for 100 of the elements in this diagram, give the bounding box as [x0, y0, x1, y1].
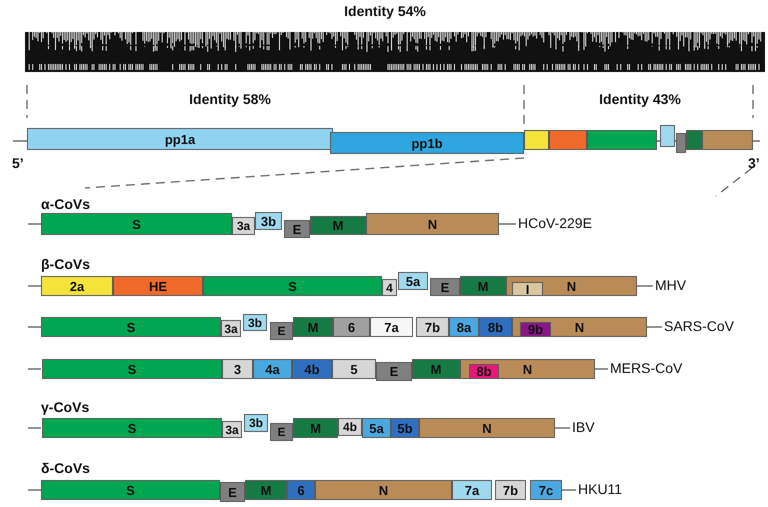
gene-label: N	[566, 280, 576, 292]
gene-box	[220, 482, 245, 502]
identity-label: Identity 54%	[344, 4, 426, 20]
gene-box	[315, 480, 452, 500]
gene-box	[245, 480, 287, 500]
gene-label: 6	[297, 484, 305, 496]
gene-label: 2a	[70, 280, 84, 292]
gene-label: N	[574, 320, 584, 334]
gene-label: 8b	[476, 365, 492, 378]
gene-box	[27, 128, 333, 150]
gene-box	[412, 359, 460, 379]
gene-box	[41, 213, 232, 235]
gene-box	[479, 317, 512, 337]
gene-label: 4a	[265, 362, 280, 376]
gene-label: 7a	[464, 484, 480, 496]
end-label: 5’	[12, 156, 24, 172]
group-heading: β-CoVs	[41, 257, 90, 272]
gene-box	[530, 480, 562, 500]
gene-box	[310, 216, 366, 235]
gene-box	[332, 359, 376, 379]
gene-label: E	[277, 325, 286, 337]
gene-label: M	[430, 362, 442, 376]
gene-label: M	[332, 219, 344, 232]
gene-label: 9b	[528, 323, 544, 336]
gene-box	[41, 317, 221, 337]
gene-box	[376, 362, 412, 381]
gene-box	[41, 276, 113, 296]
gene-box	[366, 213, 499, 235]
gene-box	[512, 282, 543, 296]
gene-box	[398, 272, 428, 290]
gene-label: 8b	[488, 320, 504, 334]
gene-label: S	[126, 320, 136, 334]
gene-label: 7a	[384, 320, 399, 334]
gene-label: 3a	[236, 220, 250, 232]
gene-box	[253, 359, 292, 379]
gene-box	[222, 421, 242, 438]
gene-box	[284, 220, 310, 238]
end-label: 3’	[748, 156, 760, 172]
gene-label: 5a	[369, 422, 384, 434]
gene-label: 5b	[397, 422, 413, 434]
virus-name: MHV	[655, 278, 686, 294]
gene-label: 3b	[260, 214, 276, 228]
gene-box	[419, 418, 555, 438]
gene-box	[293, 418, 338, 438]
gene-label: 7b	[424, 320, 440, 334]
gene-label: M	[308, 320, 318, 334]
gene-box	[587, 130, 657, 150]
gene-label: E	[440, 280, 450, 294]
gene-box	[370, 317, 413, 337]
gene-box	[430, 278, 460, 296]
gene-box	[676, 133, 686, 153]
group-heading: γ-CoVs	[41, 400, 90, 416]
gene-label: E	[390, 365, 398, 378]
gene-label: 3a	[225, 424, 239, 436]
gene-label: 5a	[406, 274, 420, 288]
gene-box	[686, 130, 702, 150]
virus-name: SARS-CoV	[664, 319, 734, 334]
gene-label: 4b	[342, 421, 357, 433]
gene-box	[287, 480, 315, 500]
gene-box	[42, 418, 222, 438]
gene-box	[255, 212, 282, 230]
gene-box	[113, 276, 203, 296]
gene-label: S	[126, 484, 135, 496]
gene-box	[333, 317, 370, 337]
gene-box	[549, 130, 587, 150]
gene-label: 5	[350, 362, 358, 376]
gene-box	[41, 480, 220, 500]
gene-box	[495, 480, 526, 500]
gene-label: HE	[148, 280, 168, 292]
identity-label: Identity 43%	[599, 92, 681, 108]
gene-label: S	[128, 362, 136, 376]
gene-label: E	[292, 222, 302, 236]
gene-label: M	[310, 422, 321, 434]
gene-label: 4	[386, 282, 393, 294]
gene-label: I	[526, 282, 530, 296]
group-heading: δ-CoVs	[41, 461, 90, 476]
gene-box	[293, 317, 333, 337]
gene-label: E	[228, 486, 237, 498]
gene-label: 3a	[224, 322, 238, 334]
gene-label: pp1b	[411, 136, 443, 150]
gene-label: N	[378, 484, 388, 496]
gene-label: 7c	[538, 484, 554, 496]
gene-box	[221, 320, 241, 337]
gene-box	[460, 276, 506, 296]
gene-box	[449, 317, 479, 337]
virus-name: IBV	[572, 420, 595, 436]
virus-name: HCoV-229E	[518, 216, 592, 232]
gene-label: N	[522, 362, 532, 376]
gene-box	[203, 276, 382, 296]
gene-box	[232, 217, 255, 235]
virus-name: HKU11	[578, 482, 622, 498]
gene-box	[222, 359, 253, 379]
group-heading: α-CoVs	[41, 197, 90, 212]
gene-label: S	[132, 218, 141, 230]
gene-box	[702, 130, 753, 150]
gene-box	[460, 359, 595, 379]
gene-label: 6	[348, 320, 356, 334]
gene-label: 4b	[304, 362, 320, 376]
gene-label: 8a	[456, 320, 472, 334]
gene-box	[243, 314, 267, 331]
